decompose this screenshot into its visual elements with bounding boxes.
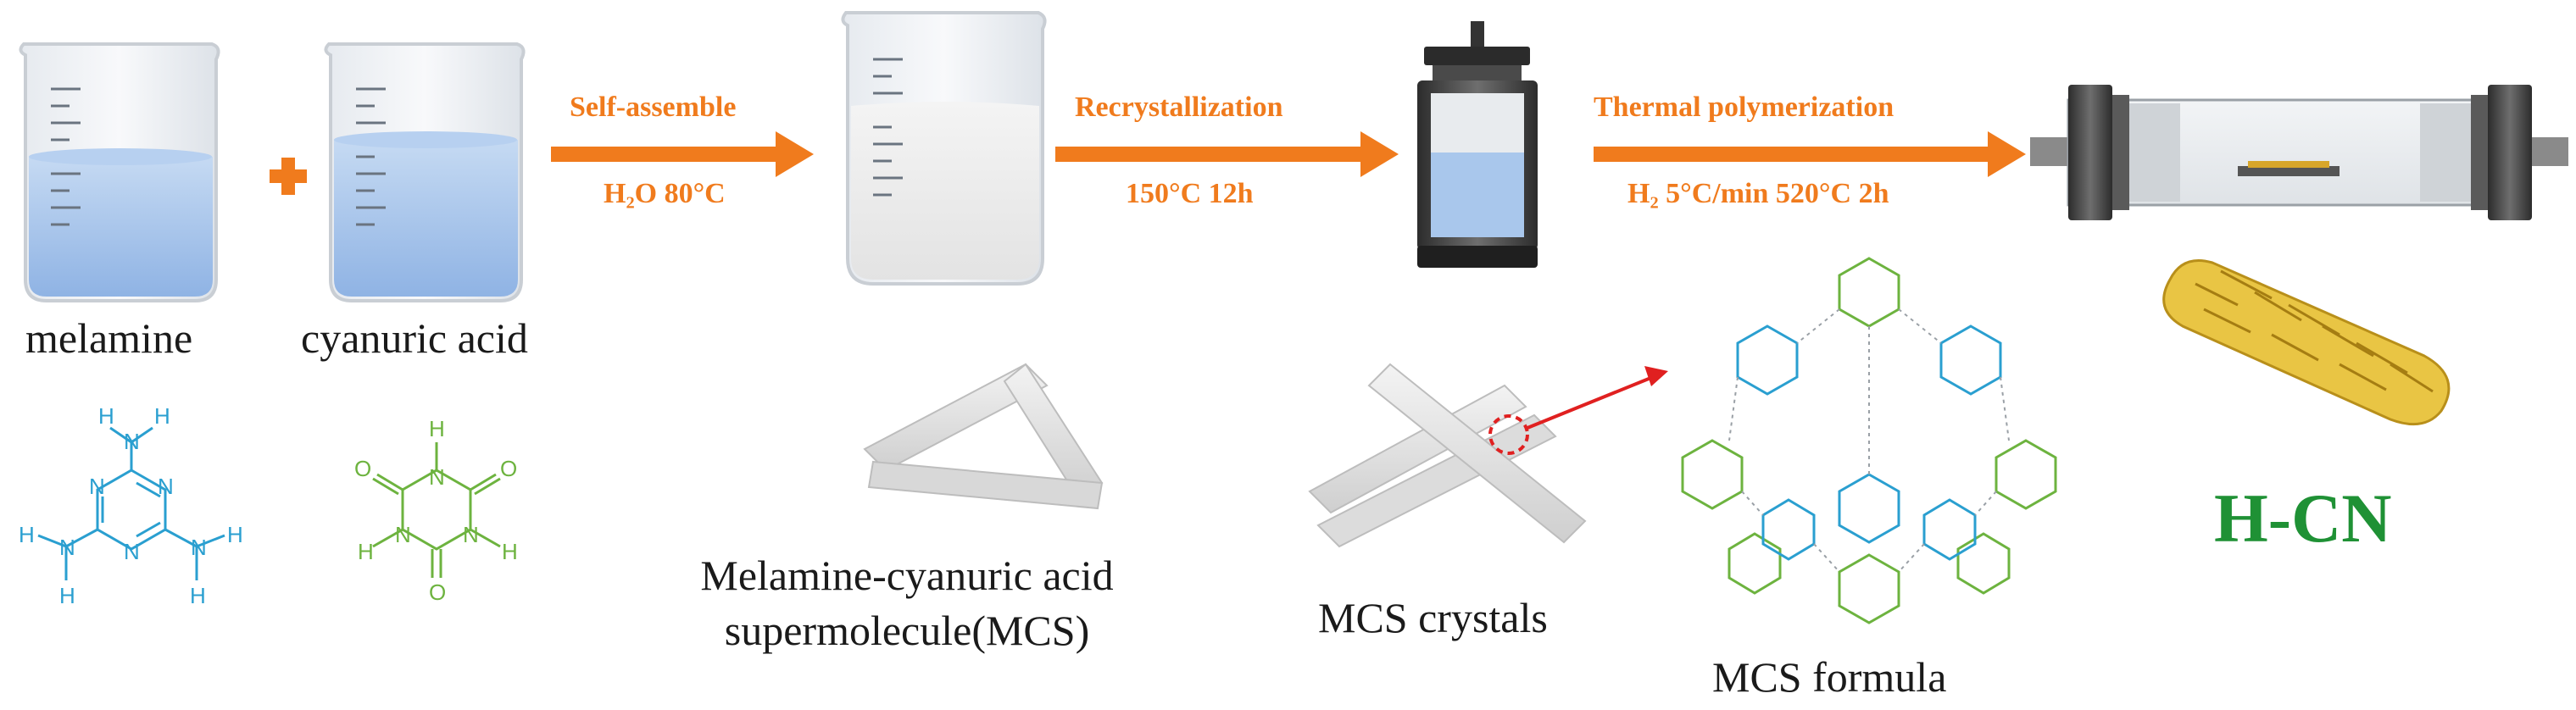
svg-text:H: H [98, 403, 114, 429]
svg-text:H: H [190, 583, 206, 608]
plus-icon [270, 158, 307, 195]
tube-furnace-icon [2030, 85, 2568, 220]
product-label: H-CN [2214, 480, 2392, 557]
self-assemble-arrow [551, 131, 814, 177]
cyanuric-acid-structure [372, 442, 501, 578]
svg-text:N: N [395, 522, 411, 547]
step-3-name: Thermal polymerization [1594, 92, 1894, 123]
svg-text:O: O [429, 580, 446, 605]
step-2-name: Recrystallization [1075, 92, 1283, 123]
svg-text:N: N [191, 535, 207, 560]
svg-text:N: N [429, 464, 445, 490]
melamine-beaker-icon [19, 42, 220, 302]
step-1-name: Self-assemble [570, 92, 737, 123]
mcs-crystals-label: MCS crystals [1318, 594, 1548, 641]
recrystallization-arrow [1055, 131, 1399, 177]
step-1-condition: H₂O 80°C [604, 178, 726, 209]
svg-text:N: N [89, 474, 105, 499]
thermal-polymerization-arrow [1594, 131, 2026, 177]
svg-text:H: H [358, 539, 374, 564]
melamine-structure [37, 426, 225, 580]
svg-text:H: H [227, 522, 243, 547]
mcs-formula-label: MCS formula [1712, 653, 1947, 701]
mcs-formula-network [1681, 257, 2057, 624]
cyanuric-acid-atom-labels: H N O O N N H H O [354, 416, 518, 605]
svg-text:H: H [154, 403, 170, 429]
step-3-condition: H₂ 5°C/min 520°C 2h [1627, 178, 1889, 209]
suspension-beaker-icon [841, 11, 1047, 286]
mcs-label-line1: Melamine-cyanuric acid [700, 552, 1114, 599]
svg-text:O: O [354, 456, 371, 481]
step-2-condition: 150°C 12h [1126, 178, 1254, 209]
svg-text:H: H [59, 583, 75, 608]
svg-text:N: N [124, 539, 140, 564]
svg-text:H: H [19, 522, 35, 547]
svg-text:N: N [463, 522, 479, 547]
autoclave-icon [1417, 21, 1538, 268]
mcs-label-line2: supermolecule(MCS) [724, 607, 1090, 654]
svg-text:N: N [59, 535, 75, 560]
mcs-supermolecule-icon [863, 363, 1104, 510]
melamine-label: melamine [25, 314, 193, 362]
svg-text:N: N [124, 429, 140, 454]
svg-text:H: H [429, 416, 445, 441]
svg-text:H: H [502, 539, 518, 564]
melamine-atom-labels: H H N N N N N H H N H H [19, 403, 243, 608]
h-cn-nanorod-icon [2162, 259, 2451, 426]
cyanuric-acid-beaker-icon [324, 42, 526, 302]
cyanuric-acid-label: cyanuric acid [301, 314, 528, 362]
mcs-crystals-icon [1308, 363, 1668, 548]
svg-text:O: O [500, 456, 517, 481]
svg-text:N: N [158, 474, 174, 499]
